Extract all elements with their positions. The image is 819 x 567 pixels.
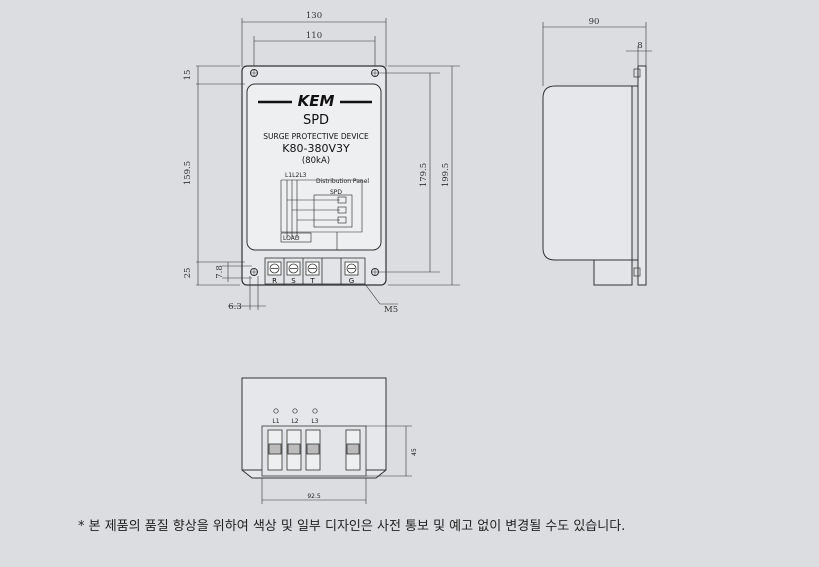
dim-depth: 90 (589, 17, 600, 27)
dim-screw: M5 (384, 305, 398, 315)
indicator-label-l3: L3 (311, 418, 318, 425)
dim-height-left: 159.5 (183, 161, 193, 185)
dim-height-inner: 179.5 (419, 163, 429, 187)
dim-hole-offset: 7.8 (215, 265, 225, 279)
mounting-hole-tl (250, 69, 258, 77)
dim-top-margin: 15 (183, 70, 193, 81)
terminal-label-t: T (309, 277, 315, 285)
footnote-disclaimer: * 본 제품의 품질 향상을 위하여 색상 및 일부 디자인은 사전 통보 및 … (78, 519, 626, 534)
product-subtitle: SURGE PROTECTIVE DEVICE (263, 132, 369, 141)
terminal-screw-t (305, 261, 320, 276)
schematic-panel-label: Distribution Panel (316, 178, 369, 185)
indicator-label-l2: L2 (291, 418, 298, 425)
dim-height-outer: 199.5 (441, 163, 451, 187)
side-view (542, 22, 652, 286)
schematic-lines-label: L1L2L3 (285, 172, 307, 179)
dim-width-inner: 110 (306, 31, 322, 41)
bottom-terminals (261, 425, 367, 477)
schematic-spd-label: SPD (330, 189, 342, 196)
terminal-label-g: G (349, 277, 354, 285)
dim-bottom-height: 45 (411, 448, 418, 456)
dim-hole-dia: 6.3 (228, 302, 242, 312)
terminal-screw-g (344, 261, 359, 276)
wiring-schematic (280, 179, 363, 250)
brand-logo: KEM (298, 92, 335, 110)
terminal-block (264, 257, 366, 285)
dim-bottom-width: 92.5 (307, 493, 321, 500)
front-view (196, 18, 460, 310)
terminal-label-s: S (291, 277, 296, 285)
terminal-screw-s (286, 261, 301, 276)
schematic-load-label: LOAD (283, 235, 300, 242)
indicator-label-l1: L1 (272, 418, 279, 425)
model-number: K80-380V3Y (282, 142, 350, 155)
terminal-screw-r (267, 261, 282, 276)
bottom-view (241, 377, 412, 504)
dim-flange: 8 (637, 41, 642, 51)
mounting-hole-tr (371, 69, 379, 77)
rating-label: (80kA) (302, 156, 330, 166)
product-name: SPD (303, 113, 329, 128)
terminal-label-r: R (272, 277, 277, 285)
mounting-hole-bl (250, 268, 258, 276)
dim-bottom-margin: 25 (183, 268, 193, 279)
mounting-hole-br (371, 268, 379, 276)
dim-width-outer: 130 (306, 11, 322, 21)
